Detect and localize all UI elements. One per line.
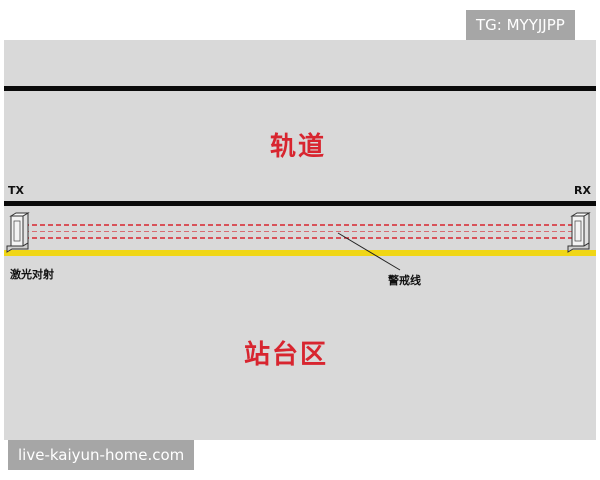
- watermark-bottom: live-kaiyun-home.com: [8, 440, 195, 470]
- diagram-background: [4, 40, 596, 440]
- tx-label: TX: [8, 184, 24, 197]
- track-rail-top: [4, 86, 596, 91]
- track-rail-edge: [4, 201, 596, 206]
- platform-yellow-line: [4, 250, 596, 256]
- platform-label: 站台区: [244, 340, 329, 370]
- watermark-top: TG: MYYJJPP: [466, 10, 575, 40]
- rx-label: RX: [574, 184, 591, 197]
- track-label: 轨道: [270, 132, 327, 162]
- tx-device: [6, 212, 30, 253]
- warning-line-label: 警戒线: [388, 274, 421, 287]
- rx-device: [567, 212, 591, 253]
- laser-label: 激光对射: [10, 268, 54, 281]
- warning-line-leader: [337, 232, 401, 271]
